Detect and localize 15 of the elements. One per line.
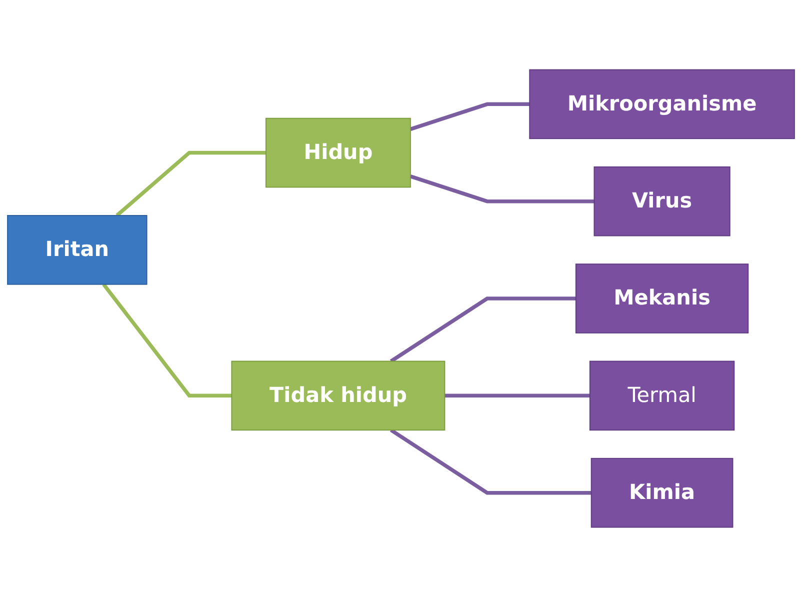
connector xyxy=(410,102,530,131)
node-box: Mikroorganisme xyxy=(529,69,795,140)
node-box: Iritan xyxy=(7,215,148,285)
connector xyxy=(390,296,576,363)
connector xyxy=(390,428,592,495)
connector xyxy=(102,283,232,398)
node-box: Termal xyxy=(589,360,735,431)
node-box: Virus xyxy=(594,166,730,236)
node-box: Kimia xyxy=(590,458,734,528)
node-box: Mekanis xyxy=(575,264,749,334)
node-box: Tidak hidup xyxy=(231,360,446,431)
connector xyxy=(116,150,266,217)
connector xyxy=(444,394,590,398)
node-box: Hidup xyxy=(266,118,411,188)
connector xyxy=(410,174,594,204)
